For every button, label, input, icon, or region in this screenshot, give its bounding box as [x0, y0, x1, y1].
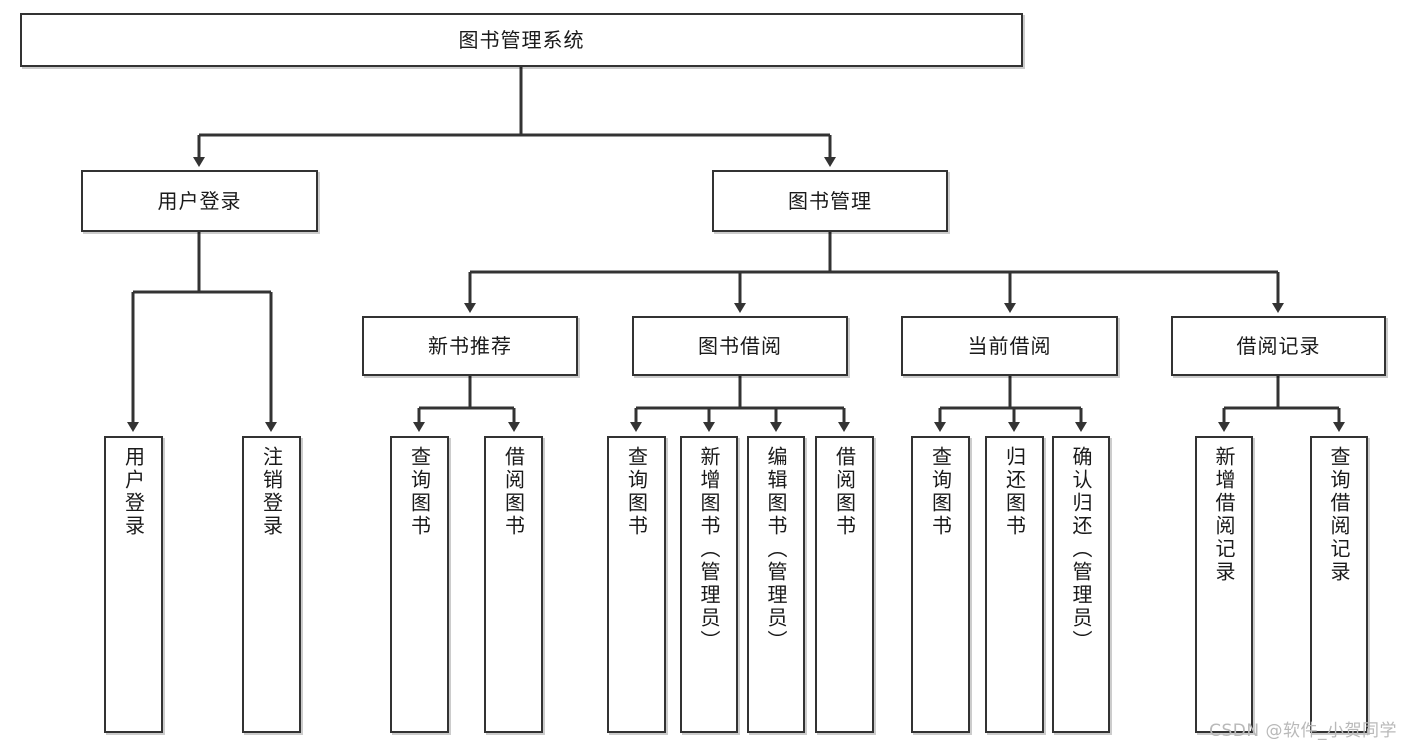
node-book-management[interactable]: 图书管理 [712, 170, 948, 232]
node-borrow-record[interactable]: 借阅记录 [1171, 316, 1386, 376]
leaf-borrow-book-recommend[interactable]: 借阅图书 [484, 436, 543, 733]
node-label: 借阅图书 [832, 446, 857, 538]
leaf-query-book-recommend[interactable]: 查询图书 [390, 436, 449, 733]
node-label: 确认归还（管理员） [1069, 446, 1093, 653]
node-label: 查询图书 [407, 446, 432, 538]
node-label: 编辑图书（管理员） [764, 446, 788, 653]
node-label: 借阅记录 [1236, 333, 1321, 358]
node-label: 用户登录 [121, 446, 146, 538]
leaf-borrow-book[interactable]: 借阅图书 [815, 436, 874, 733]
node-label: 图书管理系统 [458, 27, 585, 52]
node-label: 查询图书 [928, 446, 953, 538]
node-label: 新增借阅记录 [1212, 446, 1236, 584]
node-label: 图书借阅 [698, 333, 782, 358]
leaf-logout[interactable]: 注销登录 [242, 436, 301, 733]
node-label: 当前借阅 [967, 333, 1052, 358]
leaf-user-login[interactable]: 用户登录 [104, 436, 163, 733]
node-label: 归还图书 [1002, 446, 1027, 538]
leaf-confirm-return-admin[interactable]: 确认归还（管理员） [1052, 436, 1110, 733]
node-new-book-recommend[interactable]: 新书推荐 [362, 316, 578, 376]
csdn-watermark: CSDN @软件_小贺同学 [1209, 721, 1397, 741]
node-label: 用户登录 [157, 188, 242, 213]
node-label: 查询图书 [624, 446, 649, 538]
node-current-borrow[interactable]: 当前借阅 [901, 316, 1118, 376]
leaf-query-book-borrow[interactable]: 查询图书 [607, 436, 666, 733]
node-label: 新增图书（管理员） [697, 446, 721, 653]
node-user-login[interactable]: 用户登录 [81, 170, 318, 232]
node-label: 注销登录 [259, 446, 284, 538]
node-label: 查询借阅记录 [1327, 446, 1351, 584]
leaf-return-book[interactable]: 归还图书 [985, 436, 1044, 733]
node-root[interactable]: 图书管理系统 [20, 13, 1023, 67]
node-label: 借阅图书 [501, 446, 526, 538]
leaf-add-borrow-record[interactable]: 新增借阅记录 [1195, 436, 1253, 733]
leaf-edit-book-admin[interactable]: 编辑图书（管理员） [747, 436, 805, 733]
node-label: 图书管理 [788, 188, 872, 213]
leaf-query-borrow-record[interactable]: 查询借阅记录 [1310, 436, 1368, 733]
node-book-borrow[interactable]: 图书借阅 [632, 316, 848, 376]
leaf-query-book-current[interactable]: 查询图书 [911, 436, 970, 733]
node-label: 新书推荐 [428, 333, 512, 358]
leaf-add-book-admin[interactable]: 新增图书（管理员） [680, 436, 738, 733]
